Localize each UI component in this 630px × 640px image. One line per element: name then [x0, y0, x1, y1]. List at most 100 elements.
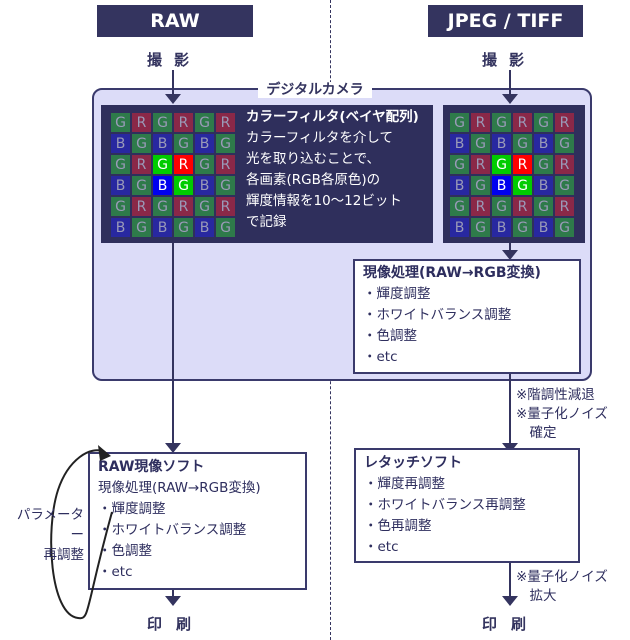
- note-line: 拡大: [516, 588, 557, 604]
- arrow-down-icon: [165, 596, 181, 606]
- jpeg-tiff-header: JPEG / TIFF: [428, 5, 583, 37]
- bayer-cell-b: B: [450, 218, 469, 237]
- note-line: 確定: [516, 425, 557, 441]
- bayer-cell-b: B: [111, 176, 130, 195]
- bayer-cell-g: G: [153, 197, 172, 216]
- retouch-item: ・輝度再調整: [364, 476, 445, 492]
- raw-software-item: ・色調整: [98, 543, 152, 559]
- jpeg-notes: ※階調性減退 ※量子化ノイズ 確定: [516, 386, 608, 443]
- bayer-cell-g-highlight: G: [513, 176, 532, 195]
- bayer-cell-b: B: [111, 134, 130, 153]
- bayer-cell-b: B: [534, 218, 553, 237]
- raw-software-item: ・etc: [98, 564, 133, 580]
- bayer-cell-b: B: [111, 218, 130, 237]
- bayer-cell-g: G: [216, 176, 235, 195]
- bayer-cell-r: R: [216, 197, 235, 216]
- note-line: ※量子化ノイズ: [516, 569, 608, 585]
- bayer-cell-g: G: [132, 134, 151, 153]
- raw-software-item: ・輝度調整: [98, 501, 166, 517]
- bayer-cell-g: G: [492, 113, 511, 132]
- bayer-cell-r: R: [555, 113, 574, 132]
- bayer-cell-g: G: [216, 218, 235, 237]
- arrow-line-left-print: [172, 590, 174, 596]
- bayer-cell-r: R: [555, 155, 574, 174]
- bayer-cell-g: G: [153, 113, 172, 132]
- arrow-line-right-top: [509, 70, 511, 94]
- bayer-cell-g: G: [450, 197, 469, 216]
- bayer-cell-r: R: [174, 113, 193, 132]
- arrow-down-icon: [502, 596, 518, 606]
- bayer-cell-g-highlight: G: [174, 176, 193, 195]
- bayer-cell-g: G: [555, 218, 574, 237]
- bayer-cell-g: G: [195, 113, 214, 132]
- bayer-cell-g-highlight: G: [492, 155, 511, 174]
- note-line: ※階調性減退: [516, 387, 595, 403]
- bayer-cell-b: B: [450, 134, 469, 153]
- bayer-cell-g: G: [471, 176, 490, 195]
- arrow-down-icon: [502, 250, 518, 260]
- bayer-cell-b: B: [450, 176, 469, 195]
- bayer-cell-b: B: [492, 218, 511, 237]
- parameter-loop-arrow: [50, 445, 113, 620]
- arrow-line-right-print: [509, 563, 511, 599]
- color-filter-line: カラーフィルタを介して: [246, 130, 394, 146]
- color-filter-line: 各画素(RGB各原色)の: [246, 172, 381, 188]
- retouch-title: レタッチソフト: [364, 455, 462, 471]
- bayer-cell-r: R: [471, 113, 490, 132]
- processing-item: ・輝度調整: [363, 286, 431, 302]
- bayer-cell-b: B: [195, 218, 214, 237]
- retouch-item: ・etc: [364, 539, 399, 555]
- raw-header: RAW: [97, 5, 253, 37]
- raw-software-item: ・ホワイトバランス調整: [98, 522, 247, 538]
- processing-item: ・色調整: [363, 328, 417, 344]
- arrow-line-right-retouch: [509, 374, 511, 446]
- bayer-cell-g: G: [174, 134, 193, 153]
- bayer-cell-g-highlight: G: [153, 155, 172, 174]
- processing-item: ・etc: [363, 349, 398, 365]
- bayer-cell-g: G: [174, 218, 193, 237]
- loop-arrowhead-icon: [98, 445, 111, 461]
- print-label-right: 印刷: [482, 615, 541, 633]
- bayer-cell-g: G: [534, 197, 553, 216]
- raw-software-title: RAW現像ソフト: [98, 459, 205, 475]
- bayer-cell-r: R: [513, 197, 532, 216]
- bayer-cell-g: G: [471, 134, 490, 153]
- bayer-cell-b-highlight: B: [492, 176, 511, 195]
- bayer-cell-g: G: [534, 155, 553, 174]
- print-label-left: 印刷: [147, 615, 206, 633]
- raw-software-box: RAW現像ソフト 現像処理(RAW→RGB変換) ・輝度調整 ・ホワイトバランス…: [88, 452, 307, 590]
- retouch-item: ・色再調整: [364, 518, 432, 534]
- in-camera-processing-box: 現像処理(RAW→RGB変換) ・輝度調整 ・ホワイトバランス調整 ・色調整 ・…: [353, 259, 581, 374]
- bayer-cell-b-highlight: B: [153, 176, 172, 195]
- color-filter-description: カラーフィルタ(ベイヤ配列) カラーフィルタを介して 光を取り込むことで、 各画…: [246, 107, 419, 233]
- arrow-line-right-proc: [509, 243, 511, 250]
- arrow-line-left-top: [172, 70, 174, 94]
- note-line: ※量子化ノイズ: [516, 406, 608, 422]
- bayer-cell-b: B: [492, 134, 511, 153]
- shoot-label-left: 撮影: [147, 51, 202, 69]
- bayer-cell-r: R: [471, 197, 490, 216]
- bayer-cell-r: R: [216, 155, 235, 174]
- raw-software-subtitle: 現像処理(RAW→RGB変換): [98, 480, 261, 496]
- bayer-cell-r: R: [513, 113, 532, 132]
- retouch-notes: ※量子化ノイズ 拡大: [516, 568, 608, 606]
- bayer-cell-g: G: [555, 176, 574, 195]
- bayer-cell-r: R: [132, 197, 151, 216]
- bayer-cell-g: G: [555, 134, 574, 153]
- bayer-cell-g: G: [216, 134, 235, 153]
- bayer-cell-g: G: [492, 197, 511, 216]
- bayer-cell-g: G: [534, 113, 553, 132]
- bayer-cell-r-highlight: R: [174, 155, 193, 174]
- retouch-software-box: レタッチソフト ・輝度再調整 ・ホワイトバランス再調整 ・色再調整 ・etc: [354, 448, 580, 563]
- processing-title: 現像処理(RAW→RGB変換): [363, 265, 541, 281]
- bayer-cell-r-highlight: R: [513, 155, 532, 174]
- bayer-cell-g: G: [513, 134, 532, 153]
- bayer-cell-r: R: [132, 155, 151, 174]
- arrow-line-left-raw: [172, 243, 174, 443]
- bayer-cell-b: B: [534, 134, 553, 153]
- bayer-cell-r: R: [555, 197, 574, 216]
- arrow-down-icon: [502, 94, 518, 104]
- parameter-loop-label: パラメーター 再調整: [6, 505, 84, 565]
